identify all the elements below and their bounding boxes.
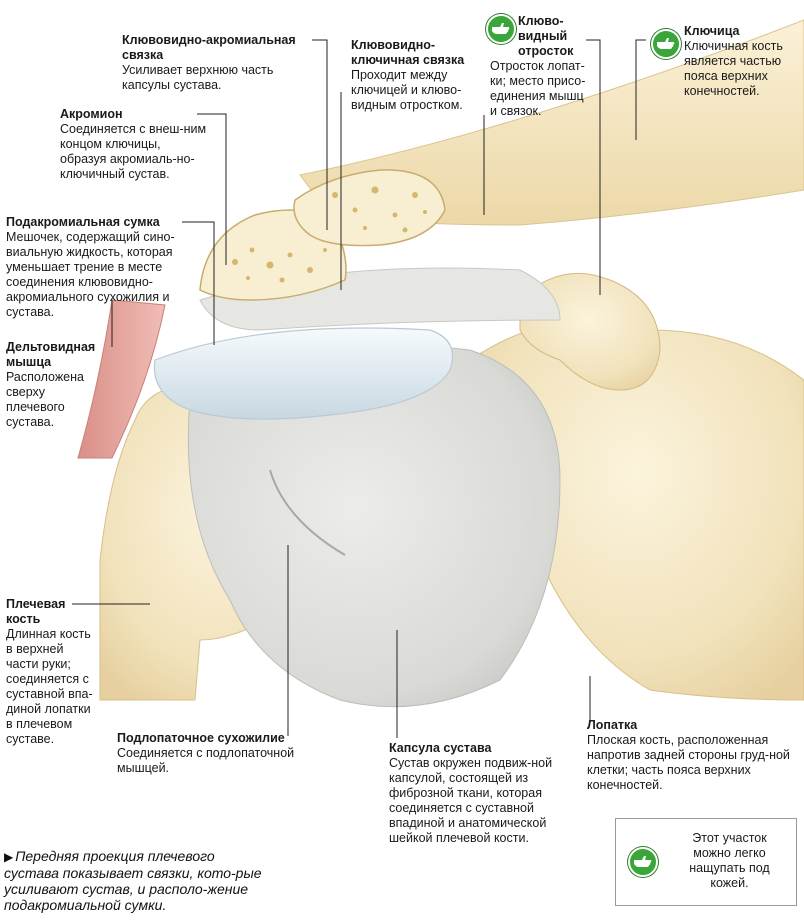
label-description: Соединяется с подлопаточной мышцей.: [117, 746, 295, 775]
label-description: Усиливает верхнюю часть капсулы сустава.: [122, 63, 274, 92]
label-humerus: Плечевая кость Длинная кость в верхней ч…: [6, 597, 94, 747]
label-subscapular-tendon: Подлопаточное сухожилие Соединяется с по…: [117, 731, 312, 776]
label-description: Ключичная кость является частью пояса ве…: [684, 39, 783, 98]
label-title: Клювовидно-ключичная связка: [351, 38, 465, 67]
label-title: Клюво-видный отросток: [518, 14, 574, 58]
subacromial-bursa-shape: [153, 327, 454, 420]
deltoid-muscle-shape: [77, 299, 166, 459]
spongy-bone-texture: [232, 186, 427, 283]
label-title: Подлопаточное сухожилие: [117, 731, 285, 745]
label-title: Акромион: [60, 107, 123, 121]
leader-lines: [72, 39, 646, 738]
label-description: Соединяется с внеш-ним концом ключицы, о…: [60, 122, 207, 181]
label-acromion: Акромион Соединяется с внеш-ним концом к…: [60, 107, 210, 182]
label-title: Клювовидно-акромиальная связка: [122, 33, 296, 62]
label-description: Длинная кость в верхней части руки; соед…: [6, 627, 93, 746]
clavicle-end-shape: [293, 169, 446, 247]
label-title: Капсула сустава: [389, 741, 492, 755]
hand-pointing-icon: [486, 14, 516, 44]
triangle-right-icon: ▶: [4, 850, 14, 864]
subscapular-tendon-shape: [269, 469, 346, 556]
label-description: Мешочек, содержащий сино-виальную жидкос…: [6, 230, 175, 319]
label-coracoacromial-ligament: Клювовидно-акромиальная связка Усиливает…: [122, 33, 322, 93]
label-title: Ключица: [684, 24, 740, 38]
label-title: Плечевая кость: [6, 597, 66, 626]
label-deltoid-muscle: Дельтовидная мышца Расположена сверху пл…: [6, 340, 106, 430]
legend-text: Этот участок можно легко нащупать под ко…: [689, 831, 770, 890]
figure-caption: ▶Передняя проекция плечевого сустава пок…: [4, 848, 264, 913]
label-title: Дельтовидная мышца: [6, 340, 96, 369]
label-clavicle: Ключица Ключичная кость является частью …: [684, 24, 799, 99]
legend-box: Этот участок можно легко нащупать под ко…: [615, 818, 797, 906]
label-subacromial-bursa: Подакромиальная сумка Мешочек, содержащи…: [6, 215, 191, 320]
label-title: Лопатка: [587, 718, 638, 732]
label-joint-capsule: Капсула сустава Сустав окружен подвиж-но…: [389, 741, 569, 846]
label-description: Сустав окружен подвиж-ной капсулой, сост…: [389, 756, 553, 845]
caption-text: Передняя проекция плечевого сустава пока…: [4, 848, 262, 913]
label-title: Подакромиальная сумка: [6, 215, 160, 229]
label-coracoid-process: Клюво-видный отросток Отросток лопат-ки;…: [490, 14, 586, 119]
label-description: Расположена сверху плечевого сустава.: [6, 370, 84, 429]
hand-pointing-icon: [628, 847, 658, 877]
label-description: Плоская кость, расположенная напротив за…: [587, 733, 790, 792]
label-description: Отросток лопат-ки; место присо-единения …: [490, 59, 586, 118]
hand-pointing-icon: [651, 29, 681, 59]
label-description: Проходит между ключицей и клюво-видным о…: [351, 68, 463, 112]
label-coracoclavicular-ligament: Клювовидно-ключичная связка Проходит меж…: [351, 38, 479, 113]
label-scapula: Лопатка Плоская кость, расположенная нап…: [587, 718, 799, 793]
